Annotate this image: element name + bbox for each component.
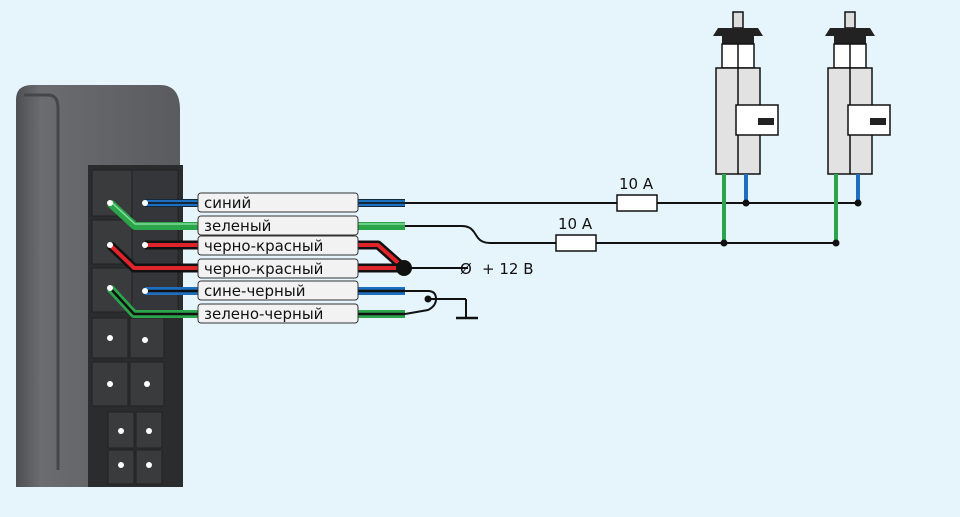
fuse-lower: 10 A xyxy=(555,215,597,252)
fuse-lower-label: 10 A xyxy=(558,215,593,233)
fuse-upper-label: 10 A xyxy=(619,175,654,193)
supply-voltage-label: + 12 B xyxy=(482,260,533,278)
ground-connection xyxy=(404,290,478,320)
signal-line-lower xyxy=(405,225,838,244)
door-lock-actuator-2 xyxy=(825,11,891,247)
wire-label-box-green: зеленый xyxy=(197,215,359,236)
supply-symbol: Ø xyxy=(460,260,472,278)
power-junction: Ø + 12 B xyxy=(396,260,533,278)
wire-label-green: зеленый xyxy=(204,217,271,235)
bottom-connector xyxy=(107,411,163,485)
wire-label-box-blackred-2: черно-красный xyxy=(197,258,359,279)
door-lock-actuator-1 xyxy=(713,11,779,247)
wire-label-box-blue: синий xyxy=(197,192,359,213)
wire-label-box-blueblack: сине-черный xyxy=(197,280,359,301)
wire-label-blueblack: сине-черный xyxy=(204,282,305,300)
module-edge-highlight xyxy=(24,93,60,470)
fuse-upper: 10 A xyxy=(616,175,658,212)
wire-label-blue: синий xyxy=(204,194,251,212)
wire-label-blackred-2: черно-красный xyxy=(204,260,323,278)
wire-label-greenblack: зелено-черный xyxy=(204,305,323,323)
wire-label-box-greenblack: зелено-черный xyxy=(197,303,359,324)
wire-label-blackred-1: черно-красный xyxy=(204,237,323,255)
wire-label-box-blackred-1: черно-красный xyxy=(197,235,359,256)
secondary-connector xyxy=(91,317,165,407)
alarm-module xyxy=(16,85,183,487)
